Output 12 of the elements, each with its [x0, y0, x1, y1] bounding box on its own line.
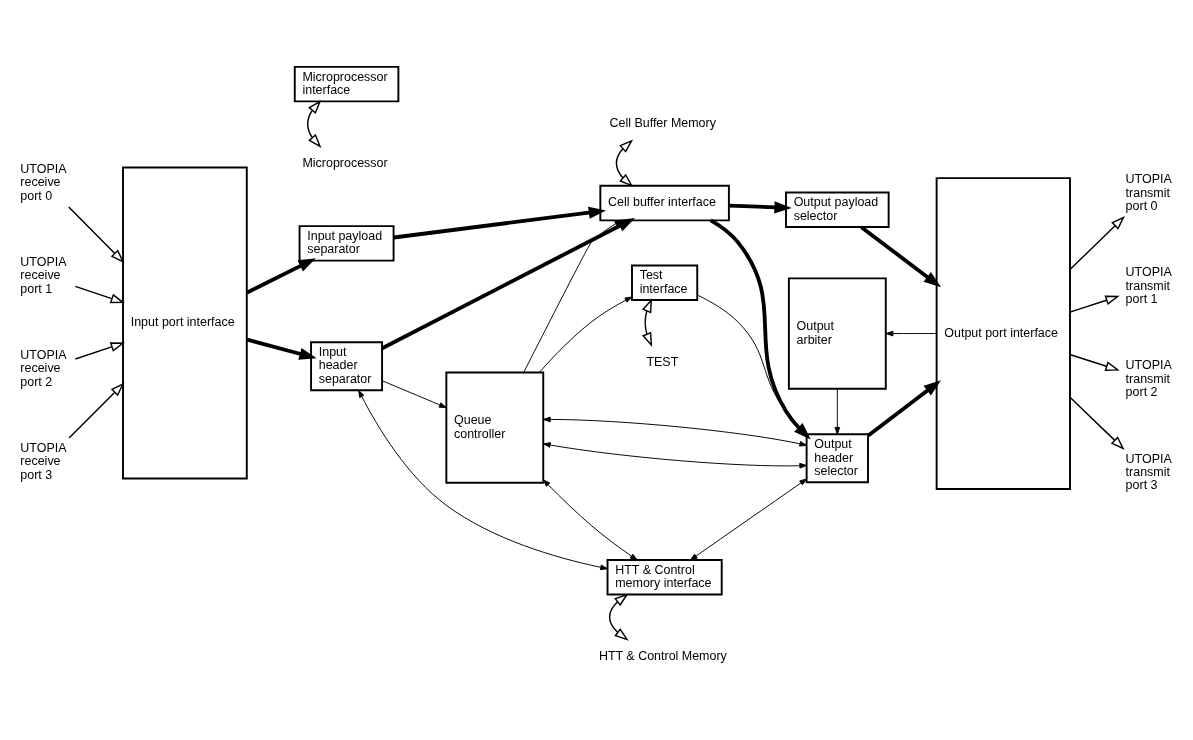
node-text: UTOPIA transmit port 2 — [1125, 357, 1172, 399]
node-text: UTOPIA transmit port 0 — [1125, 171, 1172, 213]
node-text: Microprocessor — [302, 155, 388, 170]
node-text: UTOPIA transmit port 1 — [1125, 264, 1172, 306]
node-text: TEST — [646, 354, 679, 369]
node-text: UTOPIA receive port 0 — [20, 161, 67, 203]
node-text: UTOPIA receive port 2 — [20, 347, 67, 389]
node-text: HTT & Control Memory — [598, 648, 727, 663]
node-text: UTOPIA transmit port 3 — [1125, 451, 1172, 492]
node-text: UTOPIA receive port 1 — [20, 254, 67, 296]
node-text: UTOPIA receive port 3 — [20, 440, 67, 482]
node-text: Cell Buffer Memory — [609, 115, 716, 130]
